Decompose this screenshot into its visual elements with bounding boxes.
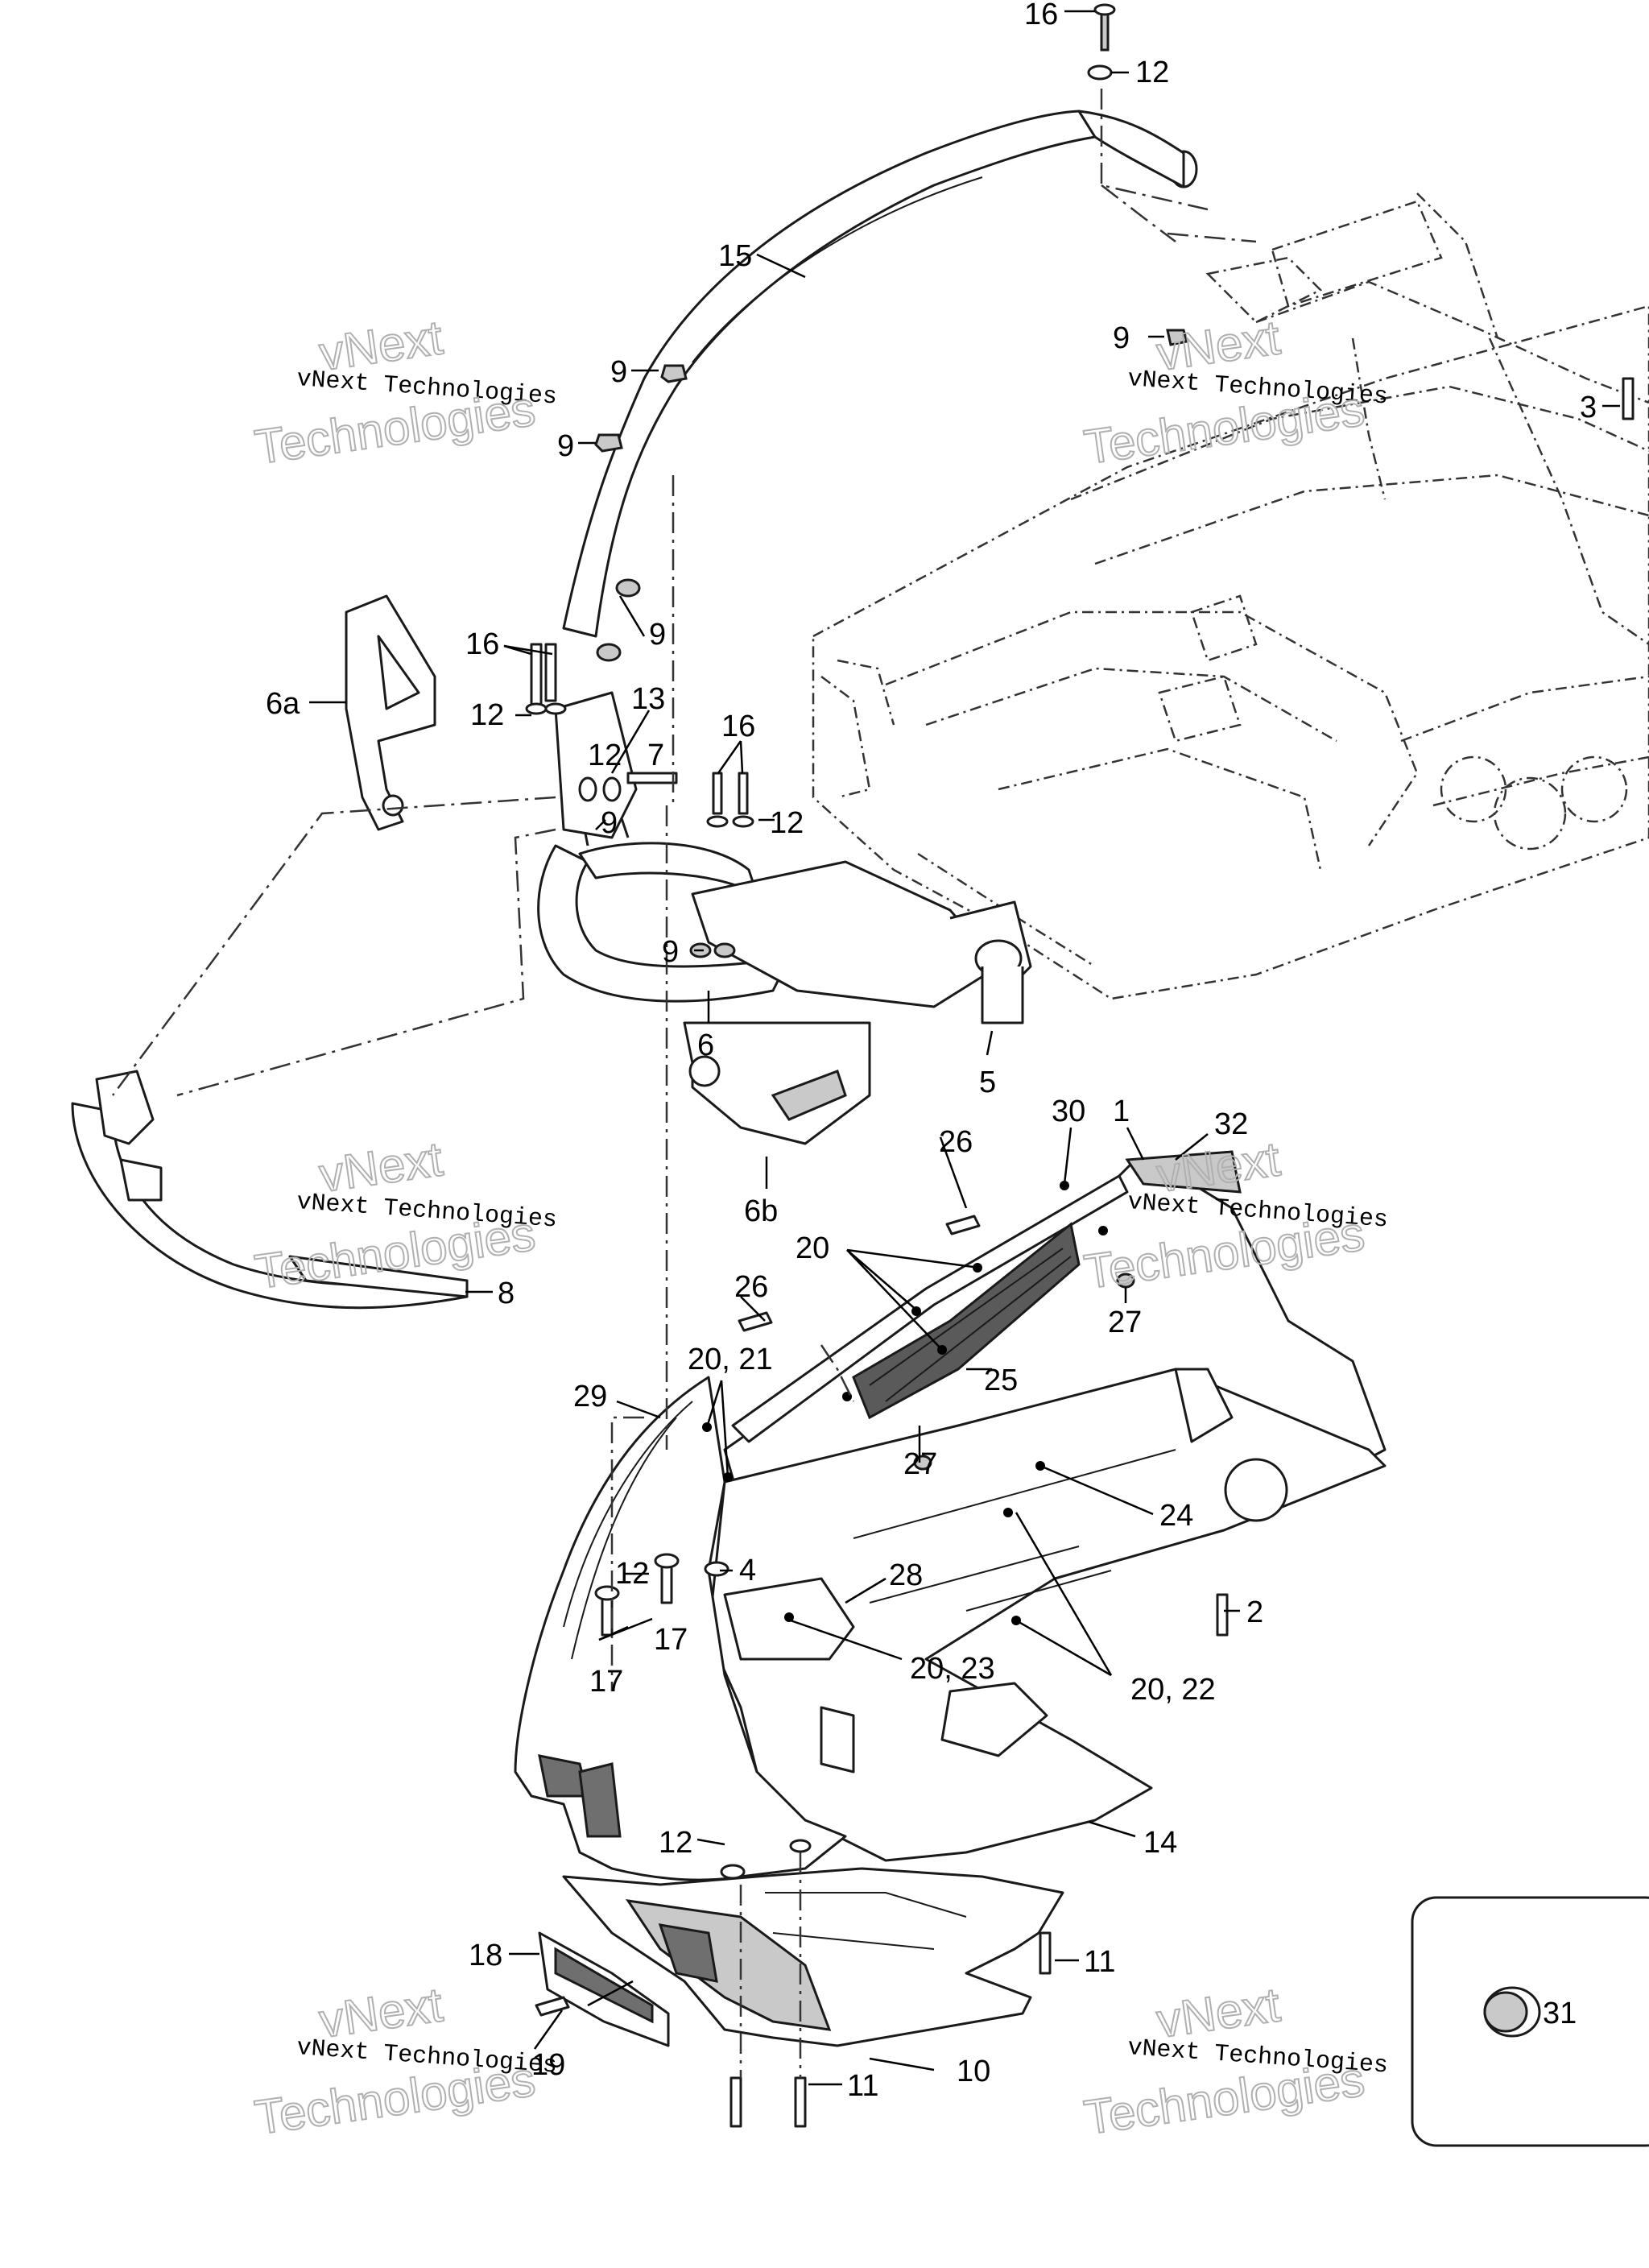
label-20-21: 20, 21 <box>688 1343 773 1376</box>
label-9-c: 9 <box>1113 321 1130 355</box>
watermark-bottom-left: vNext vNext Technologies Technologies <box>250 1976 557 2146</box>
chassis-frame <box>812 192 1649 1000</box>
label-9-d: 9 <box>649 618 666 652</box>
label-10: 10 <box>957 2055 990 2088</box>
label-29: 29 <box>573 1380 607 1413</box>
label-27-a: 27 <box>1108 1306 1142 1339</box>
label-30: 30 <box>1052 1095 1085 1128</box>
label-7: 7 <box>647 739 664 772</box>
label-18: 18 <box>469 1939 502 1972</box>
watermark-top-left: vNext vNext Technologies Technologies <box>250 309 557 475</box>
label-15: 15 <box>718 239 752 273</box>
watermark-mid-right: vNext vNext Technologies Technologies <box>1080 1131 1388 1300</box>
label-27-b: 27 <box>903 1447 937 1481</box>
label-24: 24 <box>1159 1499 1193 1533</box>
label-32: 32 <box>1214 1107 1248 1141</box>
label-20-22: 20, 22 <box>1130 1673 1216 1707</box>
belly-pan-14 <box>707 1368 1387 1862</box>
label-8: 8 <box>498 1277 515 1310</box>
label-9-b: 9 <box>557 429 574 463</box>
label-13: 13 <box>631 682 665 716</box>
label-17-a: 17 <box>654 1623 688 1657</box>
skid-plate-10 <box>562 1867 1064 2047</box>
label-17-b: 17 <box>589 1665 623 1699</box>
ski-bumper-8 <box>71 1070 469 1310</box>
label-6b: 6b <box>744 1194 778 1228</box>
watermark-mid-left: vNext vNext Technologies Technologies <box>250 1131 557 1300</box>
watermark-bottom-right: vNext vNext Technologies Technologies <box>1080 1976 1388 2146</box>
label-28: 28 <box>889 1558 923 1592</box>
label-26-b: 26 <box>734 1270 768 1304</box>
bracket-6a <box>345 594 436 831</box>
label-9-f: 9 <box>662 935 679 969</box>
label-20-23: 20, 23 <box>910 1652 995 1686</box>
label-14: 14 <box>1143 1826 1177 1860</box>
handle-bar-15 <box>562 110 1198 638</box>
label-1: 1 <box>1113 1095 1130 1128</box>
label-12-right: 12 <box>770 806 804 840</box>
label-20: 20 <box>796 1231 829 1265</box>
label-11-b: 11 <box>847 2069 878 2103</box>
label-12-bottom: 12 <box>659 1826 692 1860</box>
label-9-a: 9 <box>610 355 627 389</box>
bracket-6b <box>683 1021 871 1145</box>
label-6: 6 <box>697 1028 714 1062</box>
label-16-right: 16 <box>721 710 755 743</box>
label-6a: 6a <box>266 687 300 721</box>
label-2: 2 <box>1246 1595 1263 1629</box>
label-3: 3 <box>1580 391 1597 424</box>
leader-lines <box>309 10 1620 2086</box>
label-16-left: 16 <box>465 627 499 661</box>
grille-18 <box>538 1931 670 2047</box>
watermarks: vNext vNext Technologies Technologies vN… <box>250 309 1388 2146</box>
alignment-lines <box>111 89 1257 2078</box>
label-5: 5 <box>979 1066 996 1099</box>
fasteners <box>525 3 1635 2128</box>
label-31: 31 <box>1543 1997 1577 2030</box>
label-26-a: 26 <box>939 1125 973 1159</box>
label-9-e: 9 <box>601 806 618 840</box>
label-4: 4 <box>739 1554 756 1587</box>
label-25: 25 <box>984 1364 1018 1397</box>
label-12-left: 12 <box>470 698 504 732</box>
bracket-13 <box>554 691 638 839</box>
label-11-a: 11 <box>1084 1945 1115 1979</box>
inset-box-31 <box>1411 1896 1649 2147</box>
label-12-mid: 12 <box>588 739 622 772</box>
label-16-top: 16 <box>1024 0 1058 31</box>
part-labels: 16 12 15 9 9 9 3 9 16 6a 12 13 12 7 16 1… <box>266 0 1597 2103</box>
label-12-low: 12 <box>615 1557 649 1591</box>
label-19: 19 <box>531 2048 565 2082</box>
label-12-top: 12 <box>1135 56 1169 89</box>
